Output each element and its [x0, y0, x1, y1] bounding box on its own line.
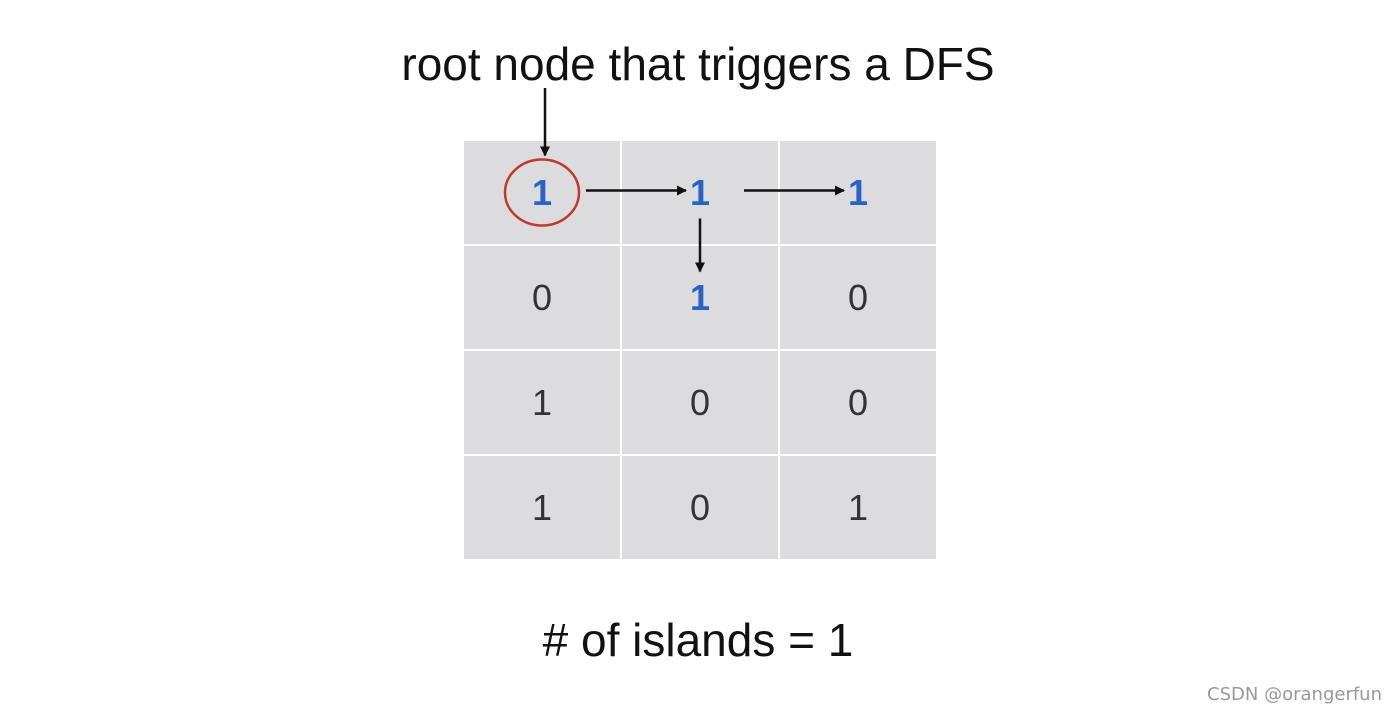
- grid-cell: 0: [780, 246, 936, 349]
- watermark: CSDN @orangerfun: [1207, 684, 1382, 705]
- grid-cell: 0: [622, 456, 778, 559]
- grid-cell: 1: [464, 141, 620, 244]
- islands-count-label: # of islands = 1: [542, 614, 854, 666]
- grid-cell: 1: [622, 246, 778, 349]
- grid-cell: 0: [622, 351, 778, 454]
- grid-cell: 1: [464, 351, 620, 454]
- diagram-title: root node that triggers a DFS: [401, 38, 995, 90]
- grid-cell: 0: [780, 351, 936, 454]
- grid-cell: 1: [622, 141, 778, 244]
- grid-cell: 1: [780, 456, 936, 559]
- grid-cell: 1: [780, 141, 936, 244]
- grid-cell: 0: [464, 246, 620, 349]
- grid-cell: 1: [464, 456, 620, 559]
